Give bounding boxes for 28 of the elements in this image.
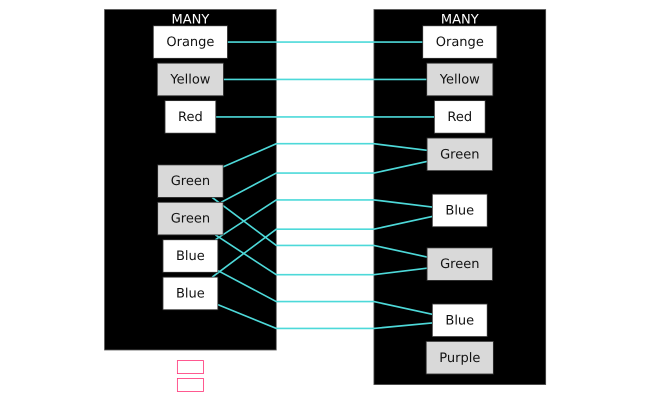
connector xyxy=(214,198,432,240)
node-box: Blue xyxy=(162,238,218,272)
connector xyxy=(227,40,423,42)
connector xyxy=(216,116,434,118)
node-box: Orange xyxy=(152,24,228,58)
node-box: Red xyxy=(164,100,216,134)
node-box: Green xyxy=(426,137,493,170)
node-box xyxy=(176,360,204,374)
connector xyxy=(212,196,428,258)
connector xyxy=(217,269,432,315)
connector xyxy=(220,160,428,203)
node-box: Blue xyxy=(432,303,488,336)
node-box xyxy=(176,378,204,392)
node-box: Blue xyxy=(432,193,488,227)
node-box: Red xyxy=(434,100,486,134)
connector xyxy=(212,215,432,278)
connector xyxy=(214,234,428,276)
node-box: Blue xyxy=(162,276,218,310)
node-box: Green xyxy=(157,164,224,198)
node-box: Purple xyxy=(426,340,494,374)
connector xyxy=(223,78,427,80)
connector xyxy=(217,303,432,329)
node-box: Yellow xyxy=(156,62,224,96)
node-box: Green xyxy=(157,201,224,235)
connector xyxy=(222,142,428,168)
node-box: Orange xyxy=(422,24,498,58)
node-box: Green xyxy=(426,246,493,280)
node-box: Yellow xyxy=(426,62,494,96)
